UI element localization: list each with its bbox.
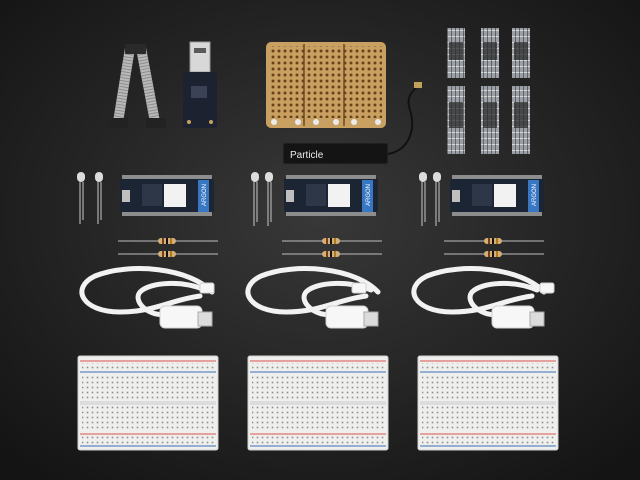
resistor (282, 238, 382, 244)
usb-adapter (183, 41, 217, 128)
resistor (118, 251, 218, 257)
antenna-label: Particle (290, 150, 324, 161)
breadboard (247, 355, 389, 451)
argon-board: ARGON (120, 175, 214, 216)
resistor (444, 251, 544, 257)
board-label: ARGON (532, 184, 538, 206)
led-pair (419, 172, 441, 226)
led-pair (251, 172, 273, 226)
header-pins (447, 28, 530, 154)
argon-board: ARGON (450, 175, 544, 216)
led-pair (77, 172, 103, 224)
usb-cable (411, 266, 555, 329)
breadboard (77, 355, 219, 451)
resistor (444, 238, 544, 244)
proto-board (266, 42, 386, 128)
wifi-antenna: Particle (282, 82, 422, 165)
breadboard (417, 355, 559, 451)
resistor (118, 238, 218, 244)
argon-board: ARGON (284, 175, 378, 216)
usb-cable (79, 266, 215, 329)
usb-cable (245, 266, 381, 329)
board-label: ARGON (366, 184, 372, 206)
resistor (282, 251, 382, 257)
board-label: ARGON (202, 184, 208, 206)
ribbon-cable (108, 44, 166, 128)
